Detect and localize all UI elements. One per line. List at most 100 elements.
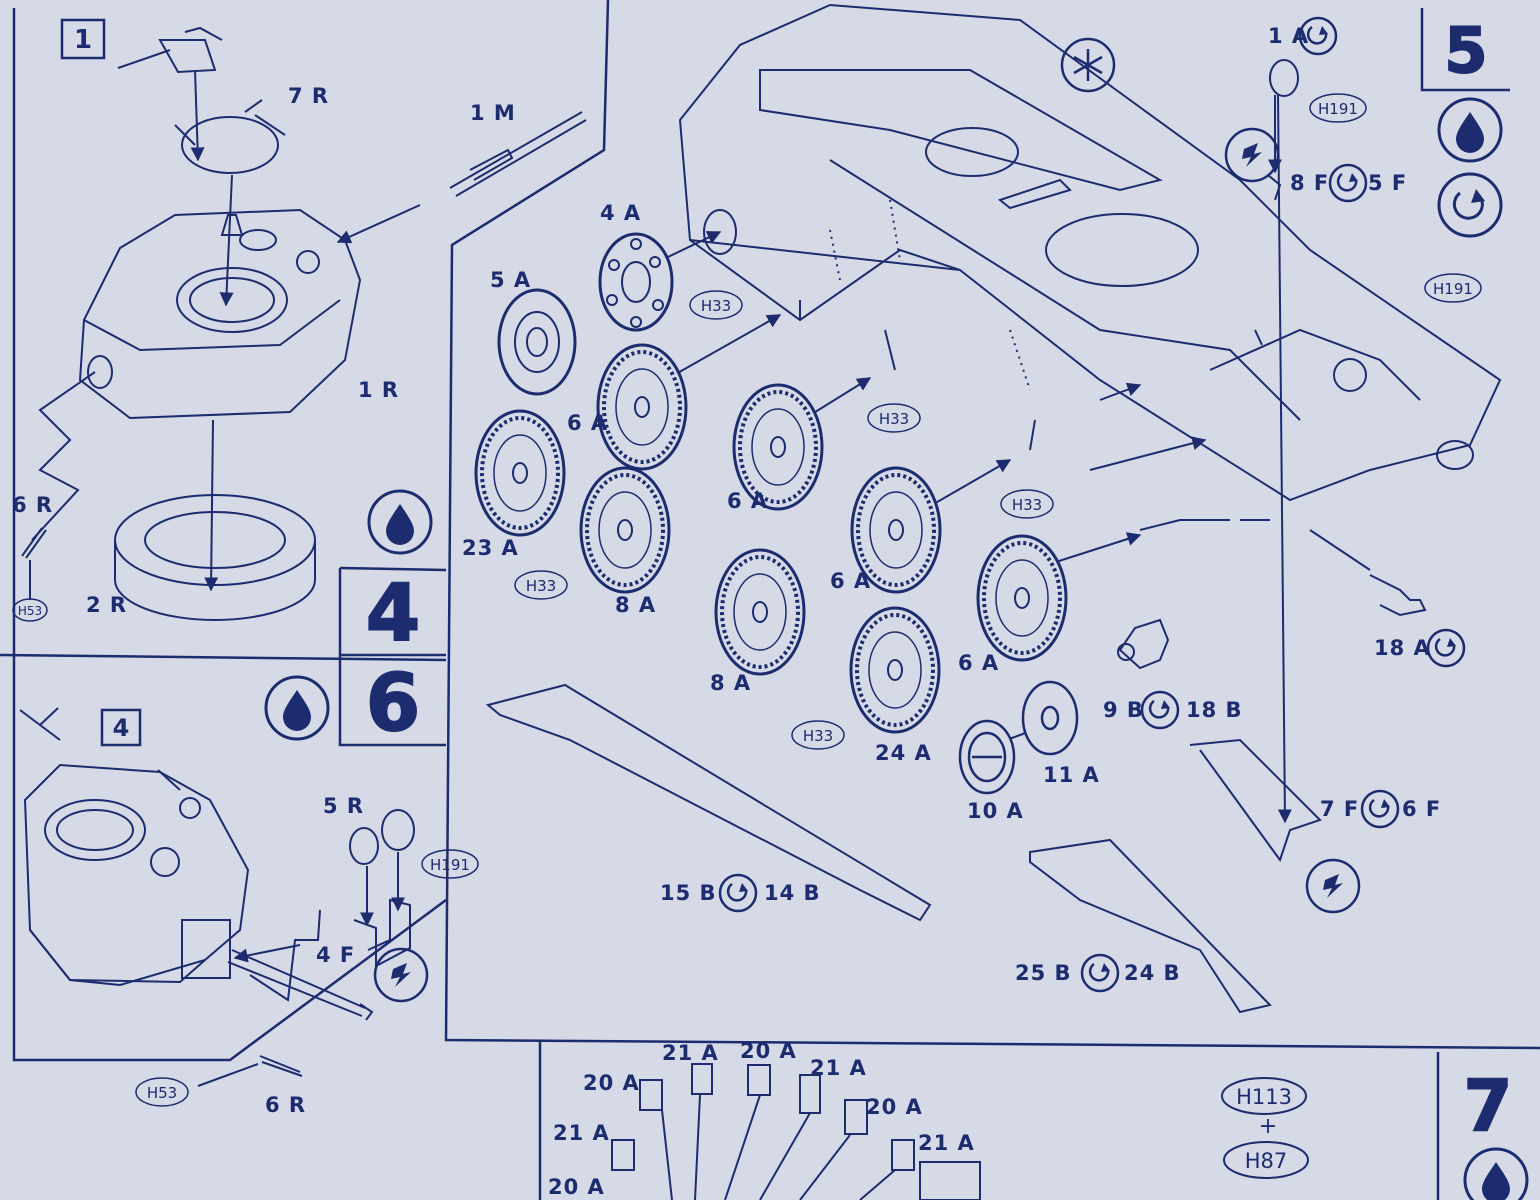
label-6a: 6 A <box>727 489 768 513</box>
label-11a: 11 A <box>1043 763 1100 787</box>
chrome-part-icon <box>1328 163 1368 203</box>
combo-9b-18b: 9 B 18 B <box>1103 690 1243 730</box>
svg-text:H33: H33 <box>803 727 833 745</box>
svg-text:H191: H191 <box>430 856 470 874</box>
label-7r: 7 R <box>288 84 329 108</box>
road-wheel <box>474 409 566 537</box>
chrome-part-icon <box>718 873 758 913</box>
paint-h191-panel4: H191 <box>421 849 479 879</box>
svg-text:24 B: 24 B <box>1124 961 1181 985</box>
combo-18a: 18 A <box>1374 628 1466 668</box>
paint-h33: H33 <box>867 403 921 433</box>
paint-drop-icon <box>1437 97 1503 163</box>
paint-h87: H87 <box>1223 1141 1309 1179</box>
label-21a: 21 A <box>810 1056 867 1080</box>
label-8a: 8 A <box>710 671 751 695</box>
svg-text:5 F: 5 F <box>1368 171 1407 195</box>
step-6-number: 6 <box>366 659 420 749</box>
combo-7f-6f: 7 F 6 F <box>1320 789 1441 829</box>
svg-text:8 F: 8 F <box>1290 171 1329 195</box>
label-20a: 20 A <box>583 1071 640 1095</box>
svg-text:H87: H87 <box>1245 1149 1288 1173</box>
paint-drop-icon <box>367 489 433 555</box>
paint-h53-panel4: H53 <box>135 1077 189 1107</box>
paint-h113: H113 <box>1221 1077 1307 1115</box>
svg-text:H33: H33 <box>879 410 909 428</box>
svg-text:H191: H191 <box>1318 100 1358 118</box>
svg-text:H191: H191 <box>1433 280 1473 298</box>
chrome-part-icon <box>1437 172 1503 238</box>
label-6a: 6 A <box>830 569 871 593</box>
paint-drop-icon <box>1463 1147 1529 1200</box>
panel-1-turret <box>21 26 587 621</box>
step-1-number: 1 <box>74 25 92 55</box>
svg-text:H113: H113 <box>1236 1085 1292 1109</box>
label-6a: 6 A <box>958 651 999 675</box>
step-4-number: 4 <box>366 569 420 659</box>
chrome-part-icon <box>1140 690 1180 730</box>
svg-text:H33: H33 <box>1012 496 1042 514</box>
road-wheel <box>596 343 688 471</box>
label-6r-panel4: 6 R <box>265 1093 306 1117</box>
glue-tube-icon <box>373 947 429 1003</box>
label-5r: 5 R <box>323 794 364 818</box>
svg-text:9 B: 9 B <box>1103 698 1144 722</box>
paint-h53-panel1: H53 <box>12 598 48 622</box>
label-4a: 4 A <box>600 201 641 225</box>
chrome-part-icon <box>1426 628 1466 668</box>
chrome-part-icon <box>1360 789 1400 829</box>
label-20a: 20 A <box>548 1175 605 1199</box>
label-21a: 21 A <box>662 1041 719 1065</box>
glue-tube-icon <box>1305 858 1361 914</box>
glue-tube-icon <box>1224 127 1280 183</box>
svg-text:18 A: 18 A <box>1374 636 1431 660</box>
svg-text:18 B: 18 B <box>1186 698 1243 722</box>
label-23a: 23 A <box>462 536 519 560</box>
label-8a: 8 A <box>615 593 656 617</box>
road-wheel <box>976 534 1068 662</box>
wheel-11a <box>1021 680 1079 756</box>
label-24a: 24 A <box>875 741 932 765</box>
road-wheel <box>849 606 941 734</box>
wheel-5a <box>497 288 577 396</box>
road-wheel <box>579 466 671 594</box>
paint-h191: H191 <box>1309 93 1367 123</box>
chrome-part-icon <box>1080 953 1120 993</box>
combo-8f-5f: 8 F 5 F <box>1290 163 1407 203</box>
paint-drop-icon <box>264 675 330 741</box>
label-1m: 1 M <box>470 101 516 125</box>
paint-h33: H33 <box>791 720 845 750</box>
panel-4-turret <box>19 707 415 1087</box>
combo-1a: 1 A <box>1268 16 1338 56</box>
label-6a: 6 A <box>567 411 608 435</box>
wheel-4a <box>598 232 674 332</box>
svg-text:6 F: 6 F <box>1402 797 1441 821</box>
label-4f: 4 F <box>316 943 355 967</box>
panel-5-hull <box>485 3 1502 1014</box>
svg-text:7 F: 7 F <box>1320 797 1359 821</box>
step-5-number: 5 <box>1444 14 1487 87</box>
svg-text:H33: H33 <box>701 297 731 315</box>
wheel-10a <box>958 719 1016 795</box>
svg-text:15 B: 15 B <box>660 881 717 905</box>
panel-7-parts <box>611 1063 981 1200</box>
label-6r: 6 R <box>12 493 53 517</box>
paint-h191: H191 <box>1424 273 1482 303</box>
label-1r: 1 R <box>358 378 399 402</box>
combo-25b-24b: 25 B 24 B <box>1015 953 1181 993</box>
step-7-number: 7 <box>1464 1065 1513 1147</box>
asterisk-icon <box>1060 37 1116 93</box>
plus-sign: + <box>1259 1114 1277 1139</box>
label-20a: 20 A <box>866 1095 923 1119</box>
combo-15b-14b: 15 B 14 B <box>660 873 820 913</box>
label-20a: 20 A <box>740 1039 797 1063</box>
step-4-small-number: 4 <box>113 714 130 742</box>
label-2r: 2 R <box>86 593 127 617</box>
label-21a: 21 A <box>918 1131 975 1155</box>
paint-h33: H33 <box>689 290 743 320</box>
label-5a: 5 A <box>490 268 531 292</box>
svg-text:H33: H33 <box>526 577 556 595</box>
paint-h33: H33 <box>514 570 568 600</box>
